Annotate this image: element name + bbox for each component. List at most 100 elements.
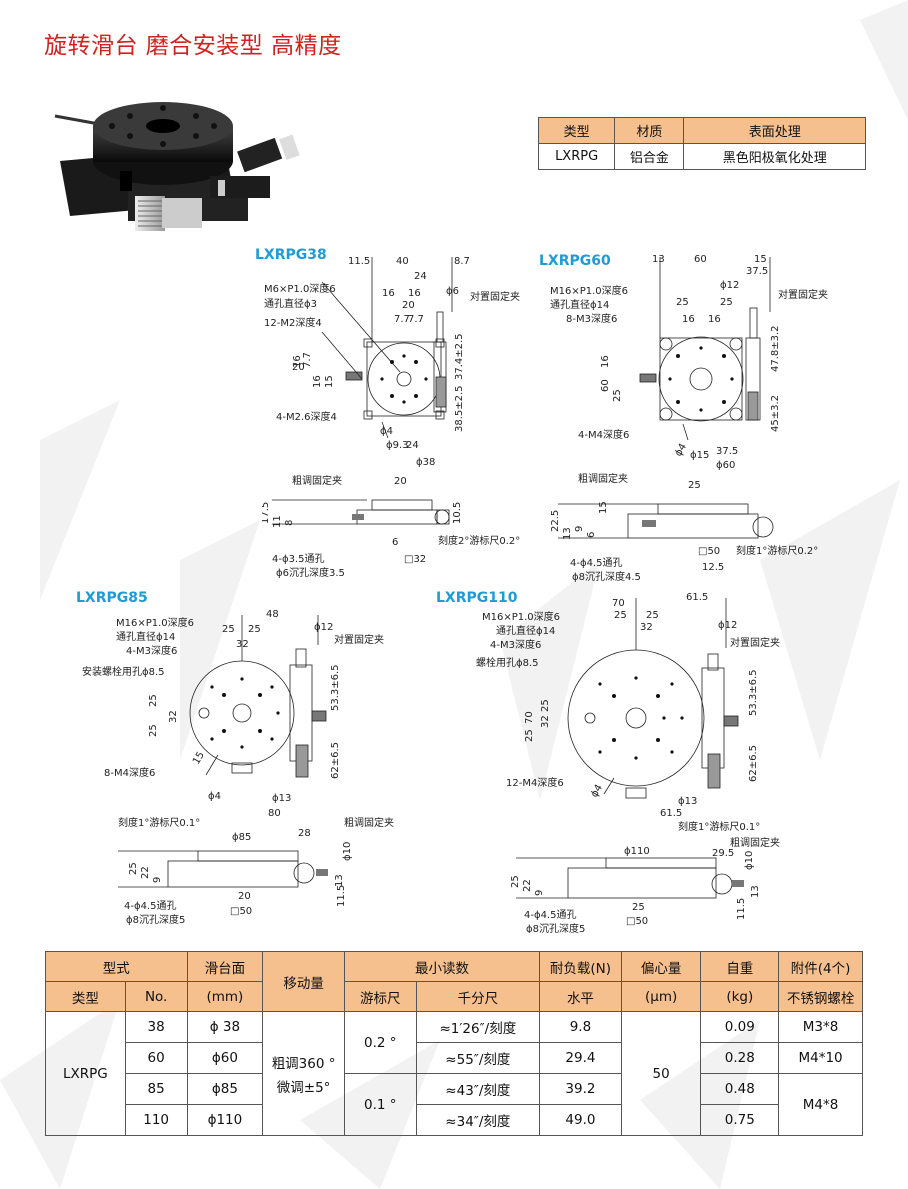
spec-subheader-um: (μm) [620, 981, 702, 1012]
lxrpg38-dim-6: 20 [402, 300, 415, 311]
spec-subheader-no: No. [124, 981, 188, 1012]
lxrpg110-dim-0: 61.5 [686, 592, 708, 603]
spec-cell-weight: 0.75 [700, 1104, 780, 1136]
lxrpg110-label-5: 对置固定夹 [730, 636, 780, 649]
spec-cell-vernier: 0.1 ° [343, 1073, 417, 1136]
lxrpg85-dim-13: 80 [268, 808, 281, 819]
lxrpg85-dim-17: 25 [128, 862, 139, 875]
lxrpg60-dim-5: 25 [676, 297, 689, 308]
lxrpg60-label-1: 通孔直径ϕ14 [550, 298, 609, 311]
lxrpg60-label-6: 4-ϕ4.5通孔 [570, 557, 622, 569]
lxrpg38-dim-20: 24 [406, 440, 419, 451]
lxrpg85-label-5: 对置固定夹 [334, 633, 384, 646]
lxrpg60-dim-12: 47.8±3.2 [770, 325, 781, 372]
lxrpg85-label-9: ϕ8沉孔深度5 [126, 913, 185, 926]
lxrpg38-dim-2: 8.7 [454, 256, 470, 267]
lxrpg85-label-6: 刻度1°游标尺0.1° [118, 816, 200, 829]
lxrpg60-label-2: 8-M3深度6 [566, 312, 617, 325]
spec-subheader-horizontal: 水平 [539, 981, 622, 1012]
lxrpg85-dim-14: ϕ85 [232, 832, 251, 843]
lxrpg38-label-2: 12-M2深度4 [264, 316, 322, 329]
lxrpg60-dim-1: 60 [694, 254, 707, 265]
lxrpg38-dim-29: 10.5 [452, 502, 463, 524]
lxrpg38-dim-15: 7.7 [302, 352, 313, 368]
material-cell-material: 铝合金 [614, 143, 685, 170]
lxrpg60-dim-16: 37.5 [716, 446, 738, 457]
model-label-lxrpg85: LXRPG85 [76, 590, 148, 606]
lxrpg110-dim-21: 25 [632, 902, 645, 913]
spec-travel-coarse: 粗调360 ° [271, 1055, 336, 1072]
spec-table: 型式 滑台面 移动量 最小读数 耐负载(N) 偏心量 自重 附件(4个) 类型 … [45, 951, 863, 1136]
lxrpg38-label-5: 粗调固定夹 [292, 474, 342, 487]
lxrpg110-dim-16: 29.5 [712, 848, 734, 859]
lxrpg110-label-2: 4-M3深度6 [490, 638, 541, 651]
lxrpg60-dim-21: 9 [574, 526, 585, 532]
page-title: 旋转滑台 磨合安装型 高精度 [44, 33, 342, 59]
lxrpg85-dim-11: ϕ4 [208, 791, 221, 802]
spec-cell-face: ϕ85 [186, 1073, 264, 1105]
lxrpg110-label-7: 粗调固定夹 [730, 836, 780, 849]
spec-cell-micrometer: ≈55″/刻度 [415, 1042, 541, 1074]
lxrpg38-dim-7: 7.7 [394, 314, 410, 325]
lxrpg110-label-6: 刻度1°游标尺0.1° [678, 820, 760, 833]
lxrpg38-label-6: 4-ϕ3.5通孔 [272, 553, 324, 565]
material-header-material: 材质 [614, 117, 685, 144]
spec-cell-type: LXRPG [45, 1011, 126, 1136]
spec-header-eccentricity: 偏心量 [620, 951, 702, 982]
lxrpg85-dim-20: 20 [238, 891, 251, 902]
material-header-type: 类型 [537, 117, 616, 144]
lxrpg110-dim-3: 25 [646, 610, 659, 621]
spec-header-face: 滑台面 [186, 951, 264, 982]
lxrpg60-label-0: M16×P1.0深度6 [550, 284, 628, 297]
spec-cell-bolt: M4*10 [778, 1042, 863, 1074]
lxrpg110-dim-12: ϕ4 [589, 783, 605, 800]
lxrpg60-label-8: 刻度1°游标尺0.2° [736, 544, 818, 557]
spec-cell-face: ϕ 38 [186, 1011, 264, 1043]
spec-cell-vernier: 0.2 ° [343, 1011, 417, 1074]
lxrpg60-dim-0: 13 [652, 254, 665, 265]
lxrpg110-label-1: 通孔直径ϕ14 [496, 624, 555, 637]
spec-cell-no: 60 [124, 1042, 188, 1074]
model-label-lxrpg38: LXRPG38 [255, 247, 327, 263]
spec-cell-load: 29.4 [539, 1042, 622, 1074]
drawing-lxrpg60: M16×P1.0深度6 通孔直径ϕ14 8-M3深度6 4-M4深度6 对置固定… [550, 254, 828, 583]
lxrpg38-dim-4: 16 [382, 288, 395, 299]
lxrpg38-dim-0: 11.5 [348, 256, 370, 267]
spec-header-min-reading: 最小读数 [343, 951, 541, 982]
lxrpg110-dim-18: 25 [510, 875, 521, 888]
lxrpg110-dim-9: 25 [524, 729, 535, 742]
lxrpg85-dim-23: 11.5 [336, 885, 347, 907]
material-table: 类型 材质 表面处理 LXRPG 铝合金 黑色阳极氧化处理 [537, 117, 866, 170]
lxrpg85-dim-12: ϕ13 [272, 793, 291, 804]
lxrpg85-label-7: 粗调固定夹 [344, 816, 394, 829]
spec-cell-micrometer: ≈34″/刻度 [415, 1104, 541, 1136]
lxrpg60-dim-10: 16 [600, 355, 611, 368]
spec-header-weight: 自重 [700, 951, 780, 982]
lxrpg60-label-4: 对置固定夹 [778, 288, 828, 301]
lxrpg110-dim-2: 25 [614, 610, 627, 621]
lxrpg110-label-0: M16×P1.0深度6 [482, 610, 560, 623]
lxrpg85-dim-10: 15 [191, 750, 207, 767]
lxrpg38-dim-16: 16 [312, 375, 323, 388]
spec-subheader-vernier: 游标尺 [343, 981, 417, 1012]
lxrpg38-dim-26: 6 [392, 537, 398, 548]
lxrpg60-dim-7: 16 [708, 314, 721, 325]
lxrpg110-dim-5: ϕ12 [718, 620, 737, 631]
lxrpg60-dim-2: 15 [754, 254, 767, 265]
spec-header-load: 耐负载(N) [539, 951, 622, 982]
lxrpg85-label-4: 8-M4深度6 [104, 766, 155, 779]
lxrpg38-label-7: ϕ6沉孔深度3.5 [276, 566, 345, 579]
lxrpg38-dim-1: 40 [396, 256, 409, 267]
lxrpg60-dim-4: ϕ12 [720, 280, 739, 291]
spec-cell-load: 9.8 [539, 1011, 622, 1043]
lxrpg38-dim-17: 15 [324, 375, 335, 388]
lxrpg60-dim-20: 13 [562, 527, 573, 540]
lxrpg110-dim-11: 62±6.5 [748, 745, 759, 782]
spec-cell-face: ϕ110 [186, 1104, 264, 1136]
lxrpg110-dim-8: 70 [524, 711, 535, 724]
lxrpg38-label-3: 4-M2.6深度4 [276, 410, 337, 423]
lxrpg60-dim-14: ϕ4 [673, 442, 689, 459]
lxrpg38-label-1: 通孔直径ϕ3 [264, 297, 317, 310]
lxrpg85-dim-15: 28 [298, 828, 311, 839]
lxrpg60-dim-17: ϕ60 [716, 460, 735, 471]
